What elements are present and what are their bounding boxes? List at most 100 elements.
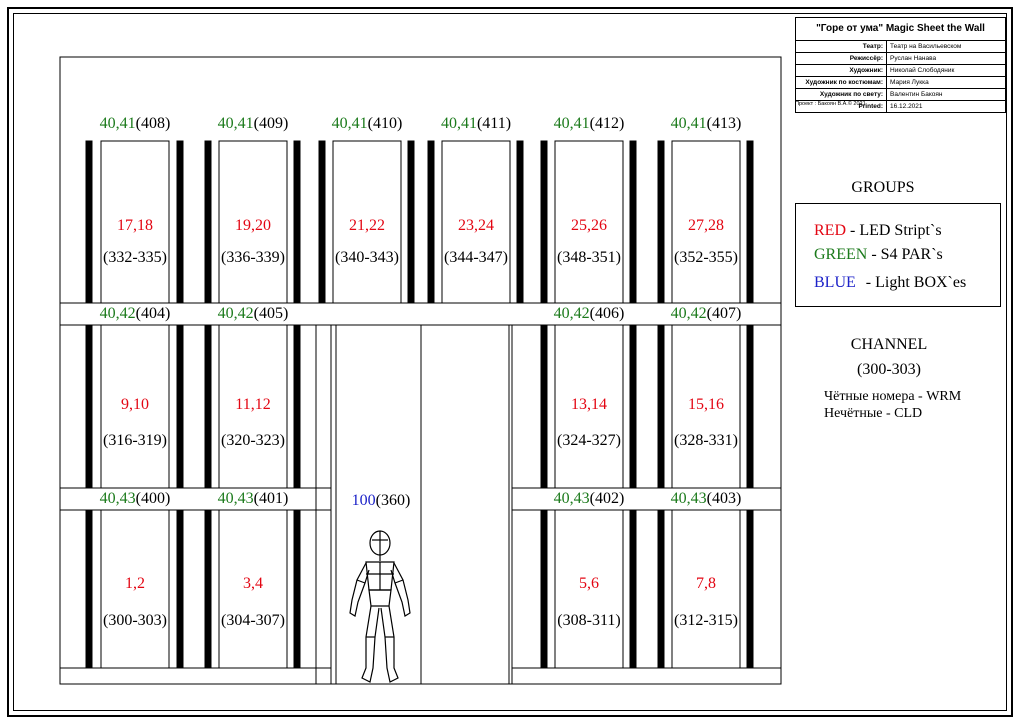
group-number: 100 <box>351 492 376 509</box>
par-label-lower: 40,43(401) <box>218 490 289 508</box>
led-label-row2-group: 9,10 <box>121 396 149 413</box>
note-odd: Нечётные - CLD <box>824 406 923 421</box>
channel-number: (410) <box>367 115 403 132</box>
group-number: 40,41 <box>331 115 368 132</box>
par-label-top: 40,41(411) <box>441 115 511 133</box>
tb-key: Театр: <box>796 41 887 52</box>
title-block-row: Театр:Театр на Васильевском <box>796 41 1005 53</box>
group-number: 40,43 <box>670 490 707 507</box>
group-number: 40,42 <box>670 305 707 322</box>
par-label-top: 40,41(408) <box>100 115 171 133</box>
note-even: Чётные номера - WRM <box>824 389 962 404</box>
led-label-row1-channels: (344-347) <box>444 249 508 266</box>
legend-key: RED <box>814 222 846 239</box>
par-label-middle: 40,42(407) <box>671 305 742 323</box>
channel-number: (407) <box>706 305 742 322</box>
par-label-lower: 40,43(403) <box>671 490 742 508</box>
par-label-middle: 40,42(405) <box>218 305 289 323</box>
channel-number: (408) <box>135 115 171 132</box>
led-label-row2-channels: (324-327) <box>557 432 621 449</box>
legend-key: BLUE <box>814 274 856 291</box>
led-label-row2-group: 13,14 <box>571 396 607 413</box>
led-label-row3-group: 1,2 <box>125 575 145 592</box>
led-label-row2-channels: (328-331) <box>674 432 738 449</box>
legend-item-green: GREEN - S4 PAR`s <box>814 246 943 264</box>
title-block-row: Художник по костюмам:Мария Лукка <box>796 77 1005 89</box>
channel-number: (401) <box>253 490 289 507</box>
led-label-row1-group: 27,28 <box>688 217 724 234</box>
tb-value: Валентин Бакоян <box>890 91 943 98</box>
channel-number: (400) <box>135 490 171 507</box>
channel-title: CHANNEL <box>850 336 928 353</box>
title-block: "Горе от ума" Magic Sheet the Wall Театр… <box>795 17 1006 113</box>
outer-frame <box>7 7 1013 717</box>
channel-number: (403) <box>706 490 742 507</box>
channel-number: (404) <box>135 305 171 322</box>
led-label-row1-group: 21,22 <box>349 217 385 234</box>
legend-key: GREEN <box>814 246 868 263</box>
led-label-row1-channels: (336-339) <box>221 249 285 266</box>
tb-key: Художник по костюмам: <box>796 77 887 88</box>
tb-value: Мария Лукка <box>890 79 929 86</box>
title-block-row: Printed:16.12.2021 <box>796 101 1005 112</box>
group-number: 40,41 <box>99 115 136 132</box>
legend-desc: - LED Stript`s <box>850 222 942 239</box>
channel-number: (411) <box>476 115 512 132</box>
par-label-middle: 40,42(404) <box>100 305 171 323</box>
legend-desc: - S4 PAR`s <box>871 246 943 263</box>
group-number: 40,41 <box>670 115 707 132</box>
tb-value: 16.12.2021 <box>890 103 923 110</box>
tb-value: Николай Слободяник <box>890 67 955 74</box>
inner-frame <box>13 13 1007 711</box>
human-figure-icon <box>349 530 411 683</box>
legend-item-blue: BLUE - Light BOX`es <box>814 274 966 292</box>
channel-number: (412) <box>589 115 625 132</box>
led-label-row1-channels: (340-343) <box>335 249 399 266</box>
group-number: 40,43 <box>217 490 254 507</box>
legend-box: RED - LED Stript`s GREEN - S4 PAR`s BLUE… <box>795 203 1001 307</box>
led-label-row1-group: 25,26 <box>571 217 607 234</box>
title-block-row: Художник:Николай Слободяник <box>796 65 1005 77</box>
group-number: 40,42 <box>553 305 590 322</box>
legend-item-red: RED - LED Stript`s <box>814 222 942 240</box>
channel-number: (413) <box>706 115 742 132</box>
led-label-row2-group: 11,12 <box>235 396 271 413</box>
par-label-lower: 40,43(402) <box>554 490 625 508</box>
led-strips-top <box>85 140 754 304</box>
title-block-row: Режиссёр:Руслан Нанава <box>796 53 1005 65</box>
group-number: 40,41 <box>217 115 254 132</box>
par-label-top: 40,41(413) <box>671 115 742 133</box>
tb-key: Режиссёр: <box>796 53 887 64</box>
par-label-top: 40,41(410) <box>332 115 403 133</box>
led-label-row3-channels: (312-315) <box>674 612 738 629</box>
channel-number: (360) <box>375 492 411 509</box>
led-label-row1-group: 17,18 <box>117 217 153 234</box>
par-label-top: 40,41(412) <box>554 115 625 133</box>
led-label-row1-channels: (352-355) <box>674 249 738 266</box>
title-block-footer: Проект : Бакоян В.А.© 2021 <box>795 101 866 107</box>
tb-value: Театр на Васильевском <box>890 43 962 50</box>
channel-number: (405) <box>253 305 289 322</box>
led-label-row1-group: 23,24 <box>458 217 494 234</box>
legend-desc: - Light BOX`es <box>865 274 967 291</box>
lightbox-label: 100(360) <box>352 492 411 510</box>
tb-value: Руслан Нанава <box>890 55 937 62</box>
led-label-row2-channels: (320-323) <box>221 432 285 449</box>
par-label-top: 40,41(409) <box>218 115 289 133</box>
channel-number: (409) <box>253 115 289 132</box>
group-number: 40,42 <box>99 305 136 322</box>
tb-key: Художник: <box>796 65 887 76</box>
groups-title: GROUPS <box>851 179 915 196</box>
led-label-row2-group: 15,16 <box>688 396 724 413</box>
led-label-row1-channels: (348-351) <box>557 249 621 266</box>
led-label-row1-group: 19,20 <box>235 217 271 234</box>
tb-key: Художник по свету: <box>796 89 887 100</box>
led-label-row3-group: 3,4 <box>243 575 263 592</box>
group-number: 40,43 <box>553 490 590 507</box>
tb-key: Printed: <box>796 101 887 112</box>
led-label-row2-channels: (316-319) <box>103 432 167 449</box>
par-label-middle: 40,42(406) <box>554 305 625 323</box>
group-number: 40,41 <box>440 115 477 132</box>
led-label-row3-group: 7,8 <box>696 575 716 592</box>
